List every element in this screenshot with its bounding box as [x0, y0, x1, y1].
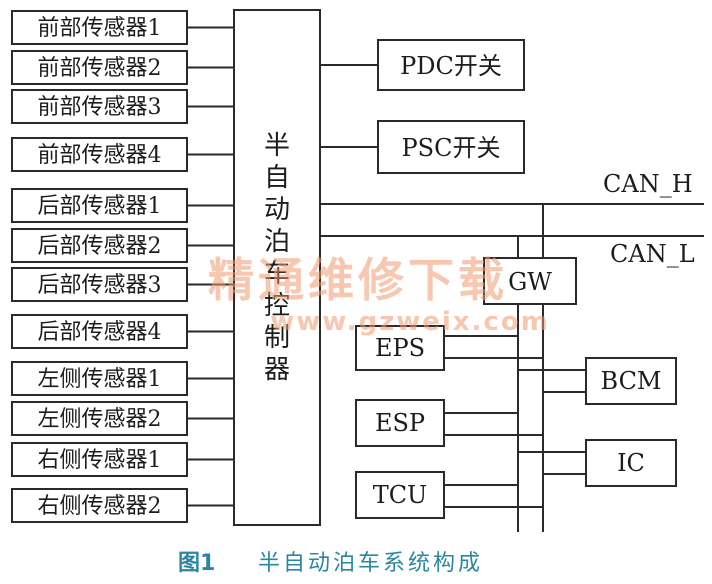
can-l-label: CAN_L: [610, 240, 695, 268]
sensor-label: 前部传感器2: [38, 56, 162, 81]
ic-label: IC: [617, 449, 645, 477]
controller-label-char: 控: [264, 291, 290, 321]
sensor-box: 后部传感器4: [11, 314, 234, 349]
sensor-box: 右侧传感器2: [11, 488, 234, 523]
controller-label-char: 泊: [264, 227, 290, 257]
sensor-box: 后部传感器1: [11, 188, 234, 223]
sensor-box: 前部传感器4: [11, 137, 234, 172]
sensor-label: 后部传感器2: [38, 234, 162, 259]
figure-number: 图1: [178, 551, 215, 576]
figure-title: 半自动泊车系统构成: [258, 551, 483, 576]
sensor-box: 左侧传感器2: [11, 401, 234, 436]
sensor-label: 后部传感器4: [38, 320, 162, 345]
sensor-box: 前部传感器3: [11, 89, 234, 124]
controller-label-char: 制: [264, 323, 290, 353]
sensor-box: 后部传感器3: [11, 267, 234, 302]
eps-module: EPS: [355, 325, 543, 371]
gateway-label: GW: [508, 268, 552, 296]
sensor-label: 前部传感器3: [38, 95, 162, 120]
tcu-label: TCU: [373, 481, 428, 509]
psc-switch-label: PSC开关: [402, 134, 501, 162]
can-bus: CAN_H CAN_L: [320, 170, 704, 268]
controller-label-char: 自: [264, 163, 290, 193]
controller-label-char: 动: [264, 195, 290, 225]
bcm-module: BCM: [518, 357, 677, 405]
controller-label-char: 车: [264, 259, 290, 289]
sensor-group: 前部传感器1 前部传感器2 前部传感器3 前部传感器4 后部传感器1 后部传感器2 后部传感…: [11, 10, 234, 523]
figure-caption: 图1 半自动泊车系统构成: [178, 551, 483, 576]
sensor-label: 右侧传感器2: [38, 494, 162, 519]
sensor-box: 后部传感器2: [11, 228, 234, 263]
watermark-url: www.gzweix.com: [270, 307, 550, 337]
esp-module: ESP: [355, 399, 543, 447]
sensor-box: 左侧传感器1: [11, 361, 234, 396]
sensor-label: 前部传感器1: [38, 16, 162, 41]
sensor-label: 前部传感器4: [38, 143, 162, 168]
sensor-label: 后部传感器3: [38, 273, 162, 298]
watermark: 精通维修下载 www.gzweix.com: [208, 253, 550, 337]
sensor-label: 左侧传感器1: [38, 367, 162, 392]
gateway: GW: [483, 257, 577, 305]
sensor-box: 前部传感器2: [11, 50, 234, 85]
module-bus: [517, 304, 544, 532]
tcu-module: TCU: [355, 471, 543, 519]
sensor-box: 前部传感器1: [11, 10, 234, 45]
sensor-label: 后部传感器1: [38, 194, 162, 219]
pdc-switch: PDC开关: [320, 39, 525, 91]
eps-label: EPS: [375, 334, 425, 362]
can-h-label: CAN_H: [603, 170, 693, 198]
pdc-switch-label: PDC开关: [400, 52, 502, 80]
sensor-label: 左侧传感器2: [38, 407, 162, 432]
sensor-label: 右侧传感器1: [38, 448, 162, 473]
watermark-title: 精通维修下载: [208, 253, 508, 307]
esp-label: ESP: [375, 409, 425, 437]
ic-module: IC: [518, 439, 677, 487]
controller-label-char: 半: [264, 131, 290, 161]
bcm-label: BCM: [600, 367, 661, 395]
sensor-box: 右侧传感器1: [11, 442, 234, 477]
controller-label-char: 器: [264, 355, 290, 385]
psc-switch: PSC开关: [320, 120, 525, 174]
